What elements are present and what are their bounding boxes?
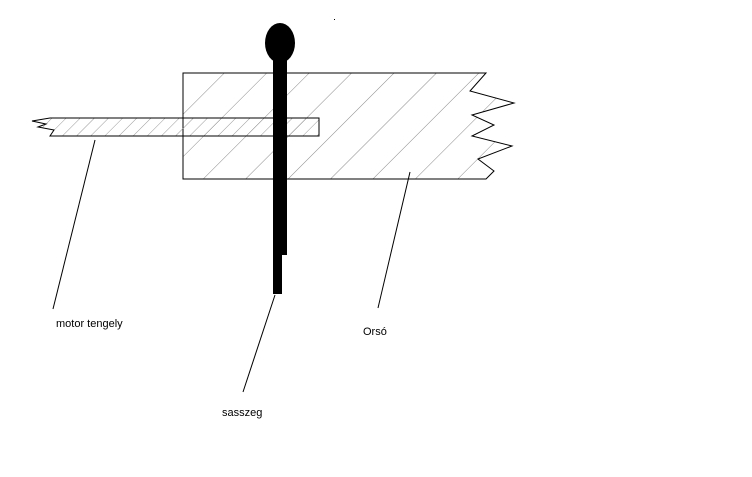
motor-shaft-label: motor tengely (56, 318, 123, 330)
leader-line-motor (52, 139, 96, 310)
leader-line-pin (242, 294, 276, 393)
leader-line-spool (377, 171, 411, 309)
cotter-pin-label: sasszeg (222, 407, 263, 419)
spool-body (182, 72, 516, 180)
spool-label: Orsó (363, 326, 387, 338)
stray-dot (334, 19, 335, 20)
cotter-pin (265, 23, 295, 294)
motor-shaft (31, 117, 320, 137)
